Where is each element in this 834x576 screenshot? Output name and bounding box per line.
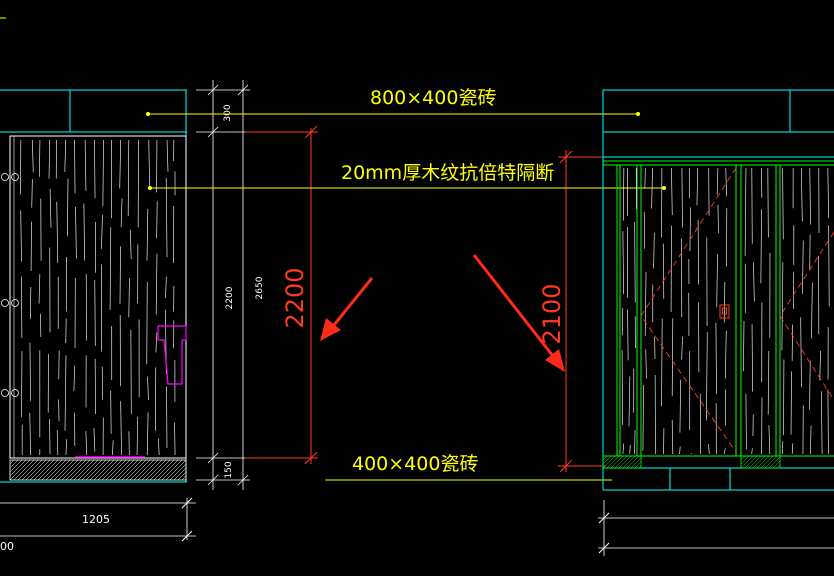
leader-lines bbox=[145, 111, 667, 481]
dim-height-total: 2650 bbox=[255, 276, 265, 299]
left-elevation: 1205 00 bbox=[0, 89, 196, 553]
toilet-fixture bbox=[157, 325, 187, 385]
label-partition: 20mm厚木纹抗倍特隔断 bbox=[341, 162, 554, 184]
right-elevation bbox=[598, 89, 834, 556]
base-curb-left bbox=[9, 459, 187, 481]
dim-door-left: 2200 bbox=[281, 267, 309, 328]
door-dimension-left bbox=[245, 125, 318, 465]
height-dimensions bbox=[196, 80, 250, 490]
dim-base: 150 bbox=[224, 461, 234, 478]
arrow-icon-left bbox=[320, 277, 374, 341]
dim-door-right: 2100 bbox=[538, 283, 566, 344]
dim-top-gap: 300 bbox=[223, 104, 233, 121]
dim-height-inner: 2200 bbox=[225, 286, 235, 309]
hinge-icons bbox=[1, 173, 19, 397]
dim-width-bottom: 1205 bbox=[82, 513, 110, 526]
label-tile-floor: 400×400瓷砖 bbox=[352, 453, 478, 475]
label-tile-wall: 800×400瓷砖 bbox=[370, 87, 496, 109]
base-curb-right-b bbox=[740, 455, 781, 469]
door-dimension-right bbox=[558, 150, 606, 473]
dim-edge-partial: 00 bbox=[0, 540, 14, 553]
arrow-icon-right bbox=[472, 254, 565, 372]
lock-icon bbox=[719, 304, 730, 319]
